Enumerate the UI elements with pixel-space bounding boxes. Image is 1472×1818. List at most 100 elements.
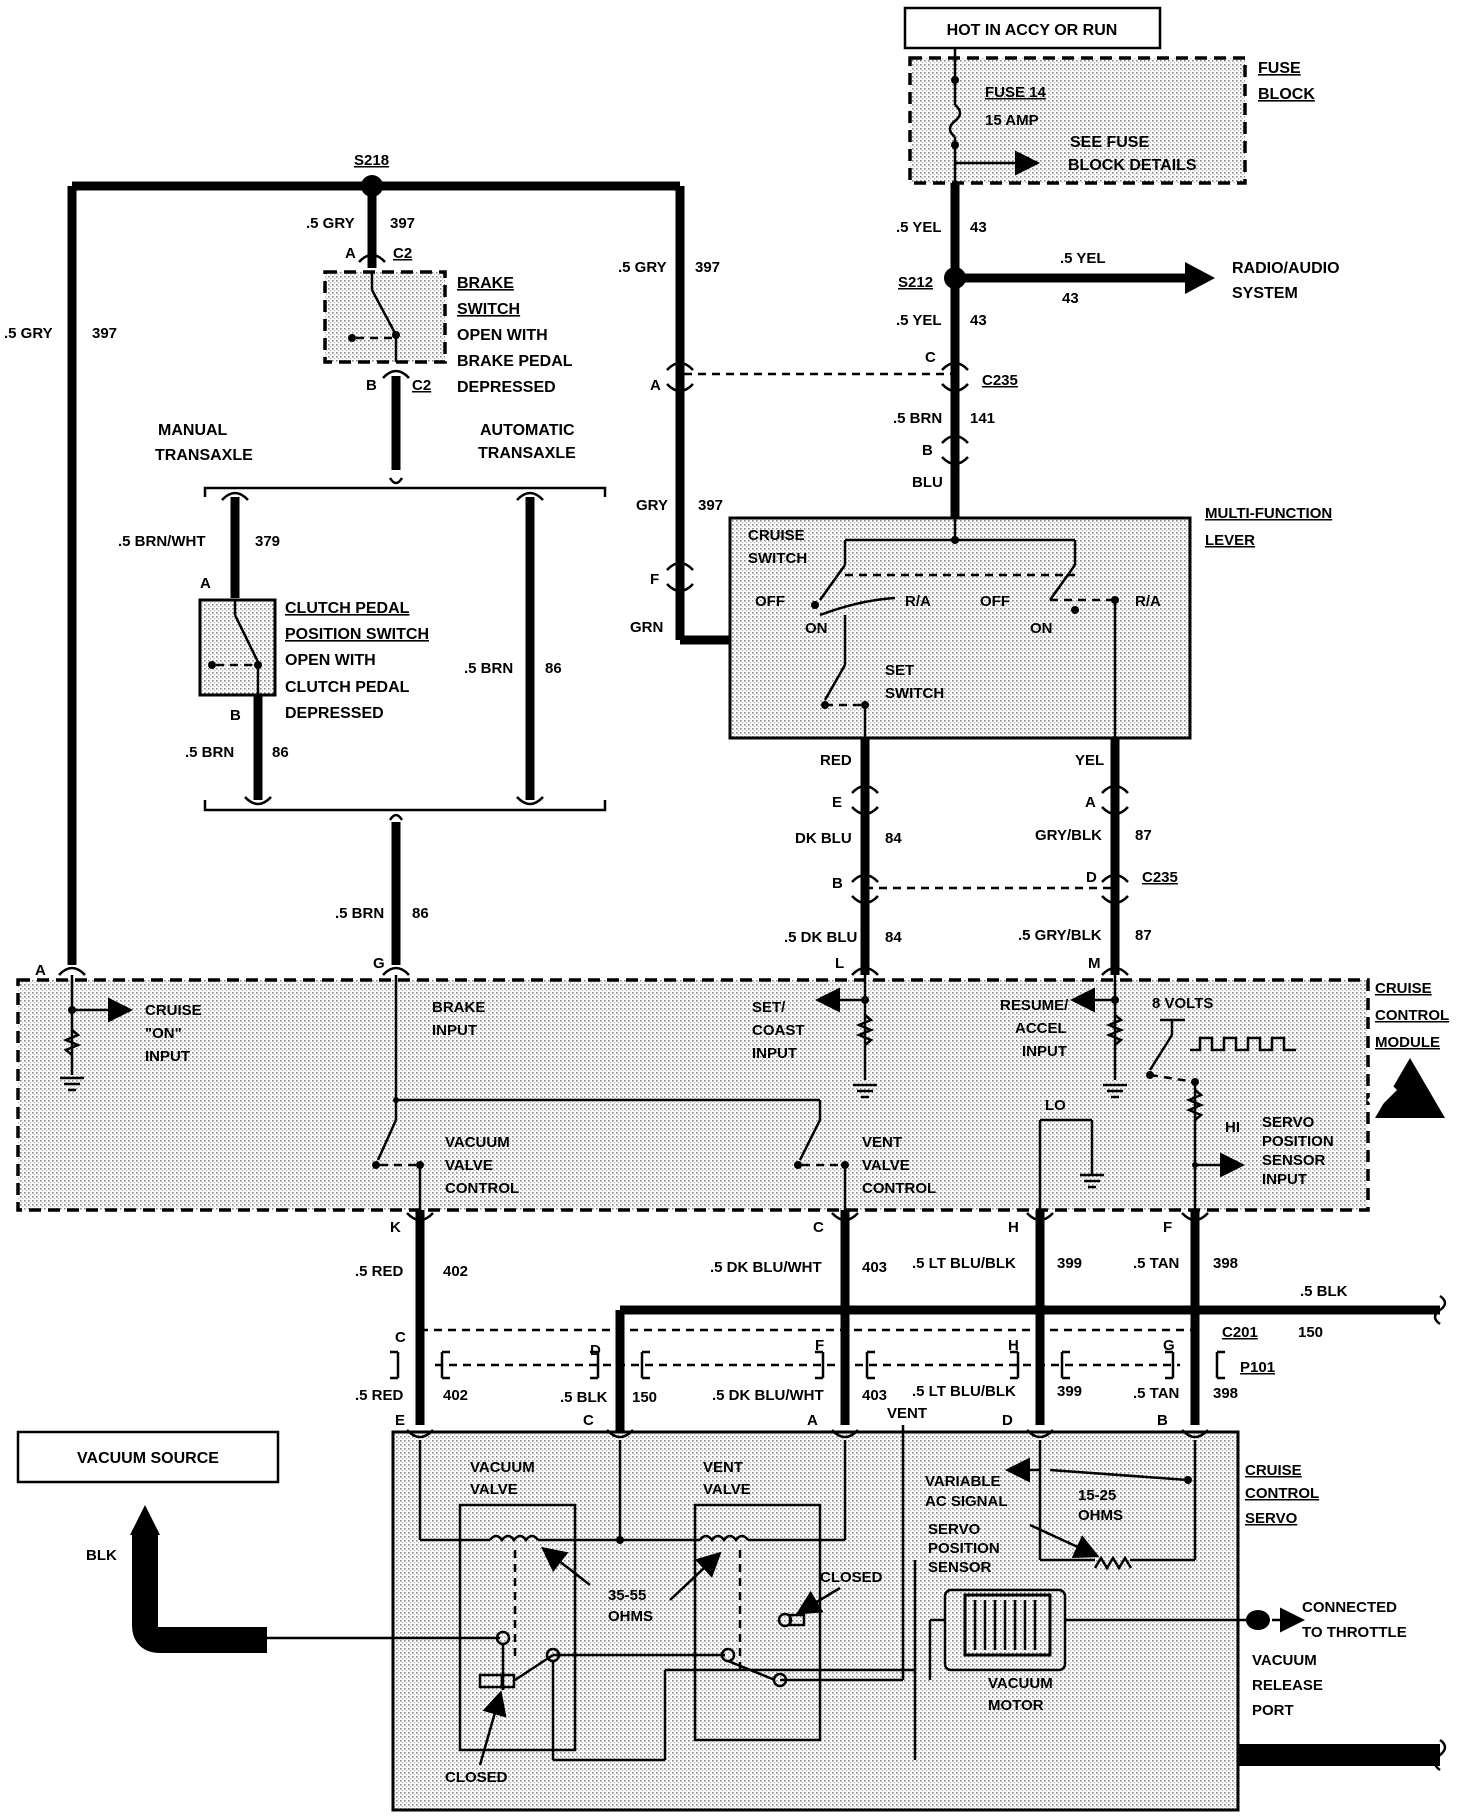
manual-transaxle-2: TRANSAXLE (155, 447, 253, 464)
wire-vent: VENT (887, 1405, 927, 1422)
wire-brn86a-color: .5 BRN (185, 744, 234, 761)
module-title-2: CONTROL (1375, 1007, 1449, 1024)
wire-brn86b-color: .5 BRN (464, 660, 513, 677)
svg-text:B: B (922, 442, 933, 459)
svg-text:B: B (1157, 1412, 1168, 1429)
svg-text:E: E (395, 1412, 405, 1429)
wire-grn: GRN (630, 619, 663, 636)
transaxle-bracket (203, 486, 607, 497)
svg-text:F: F (650, 571, 659, 588)
wire-red402b-num: 402 (443, 1387, 468, 1404)
c235-pin-f (666, 561, 694, 593)
servo-title-3: SERVO (1245, 1510, 1298, 1527)
arrow-radio-icon (1185, 262, 1215, 294)
wire-dkblu-color: DK BLU (795, 830, 852, 847)
wire-yel-mid-color: .5 YEL (896, 312, 942, 329)
wire-gry-left-color: .5 GRY (4, 325, 53, 342)
svg-text:G: G (373, 955, 385, 972)
wire-ltblublkb-color: .5 LT BLU/BLK (912, 1383, 1016, 1400)
mfl-title-1: MULTI-FUNCTION (1205, 505, 1332, 522)
wire-grybk-color: GRY/BLK (1035, 827, 1102, 844)
vacuum-source: VACUUM SOURCE (16, 1430, 280, 1653)
wire-blk-num: 150 (1298, 1324, 1323, 1341)
servo-var-1: VARIABLE (925, 1473, 1001, 1490)
wire-grybk5-color: .5 GRY/BLK (1018, 927, 1102, 944)
radio-wire-num: 43 (1062, 290, 1079, 307)
clutch-desc-3: DEPRESSED (285, 705, 384, 722)
servo-conn-2: TO THROTTLE (1302, 1624, 1407, 1641)
svg-text:A: A (200, 575, 211, 592)
wire-dkbluwhtb-num: 403 (862, 1387, 887, 1404)
clutch-desc-2: CLUTCH PEDAL (285, 679, 410, 696)
c235-pin-c (941, 361, 969, 393)
wire-red: RED (820, 752, 852, 769)
wire-blk-color: .5 BLK (1300, 1283, 1348, 1300)
wire-brn86b-num: 86 (545, 660, 562, 677)
power-source-label: HOT IN ACCY OR RUN (947, 22, 1118, 39)
servo-res-1: 15-25 (1078, 1487, 1116, 1504)
wire-blk150b-num: 150 (632, 1389, 657, 1406)
servo-sps-2: POSITION (928, 1540, 1000, 1557)
module-hi: HI (1225, 1119, 1240, 1136)
mfl-off-1: OFF (755, 593, 785, 610)
wire-dkbluwhtb-color: .5 DK BLU/WHT (712, 1387, 824, 1404)
servo-vent-valve-1: VENT (703, 1459, 743, 1476)
svg-text:F: F (815, 1337, 824, 1354)
svg-text:A: A (345, 245, 356, 262)
clutch-title-1: CLUTCH PEDAL (285, 600, 410, 617)
brake-switch-desc-1: OPEN WITH (457, 327, 548, 344)
svg-text:A: A (650, 377, 661, 394)
clutch-desc-1: OPEN WITH (285, 652, 376, 669)
wire-grybk-num: 87 (1135, 827, 1152, 844)
svg-text:C: C (813, 1219, 824, 1236)
servo-vacuum-valve-2: VALVE (470, 1481, 518, 1498)
cruise-control-servo (265, 1425, 1305, 1812)
svg-text:E: E (832, 794, 842, 811)
clutch-switch (198, 598, 277, 697)
wire-yel-top-num: 43 (970, 219, 987, 236)
module-set-2: COAST (752, 1022, 805, 1039)
servo-res-2: OHMS (1078, 1507, 1123, 1524)
module-servo-4: INPUT (1262, 1171, 1307, 1188)
module-vac-1: VACUUM (445, 1134, 510, 1151)
brake-switch-title-1: BRAKE (457, 275, 514, 292)
mfl-cruise-2: SWITCH (748, 550, 807, 567)
module-8-volts: 8 VOLTS (1152, 995, 1213, 1012)
module-cruise-on-1: CRUISE (145, 1002, 202, 1019)
servo-title-2: CONTROL (1245, 1485, 1319, 1502)
wire-gry-right-color: .5 GRY (618, 259, 667, 276)
cruise-control-module (16, 975, 1370, 1212)
svg-text:C: C (925, 349, 936, 366)
module-servo-1: SERVO (1262, 1114, 1315, 1131)
c235-pin-b (941, 434, 969, 466)
multi-function-lever (728, 516, 1192, 740)
module-servo-2: POSITION (1262, 1133, 1334, 1150)
wire-dkbluwht-num: 403 (862, 1259, 887, 1276)
svg-text:G: G (1163, 1337, 1175, 1354)
brake-switch (323, 270, 447, 364)
c235-lower-label: C235 (1142, 869, 1178, 886)
wire-blu: BLU (912, 474, 943, 491)
servo-closed-2: CLOSED (445, 1769, 508, 1786)
square-wave-icon (1190, 1036, 1296, 1052)
module-cruise-on-3: INPUT (145, 1048, 190, 1065)
clutch-title-2: POSITION SWITCH (285, 626, 429, 643)
splice-s212-label: S212 (898, 274, 933, 291)
mfl-on-2: ON (1030, 620, 1053, 637)
manual-transaxle-1: MANUAL (158, 422, 228, 439)
splice-s218-label: S218 (354, 152, 389, 169)
fuse-rating: 15 AMP (985, 112, 1039, 129)
wire-ltblublk-num: 399 (1057, 1255, 1082, 1272)
fuse-icon (948, 104, 962, 138)
wire-brnwht-color: .5 BRN/WHT (118, 533, 206, 550)
svg-text:A: A (807, 1412, 818, 1429)
wire-gry-397-color: GRY (636, 497, 668, 514)
module-lo: LO (1045, 1097, 1066, 1114)
wire-grybk5-num: 87 (1135, 927, 1152, 944)
radio-label-1: RADIO/AUDIO (1232, 260, 1340, 277)
svg-text:D: D (1086, 869, 1097, 886)
servo-vacuum-valve-1: VACUUM (470, 1459, 535, 1476)
svg-text:H: H (1008, 1337, 1019, 1354)
module-res-2: ACCEL (1015, 1020, 1067, 1037)
svg-text:B: B (832, 875, 843, 892)
